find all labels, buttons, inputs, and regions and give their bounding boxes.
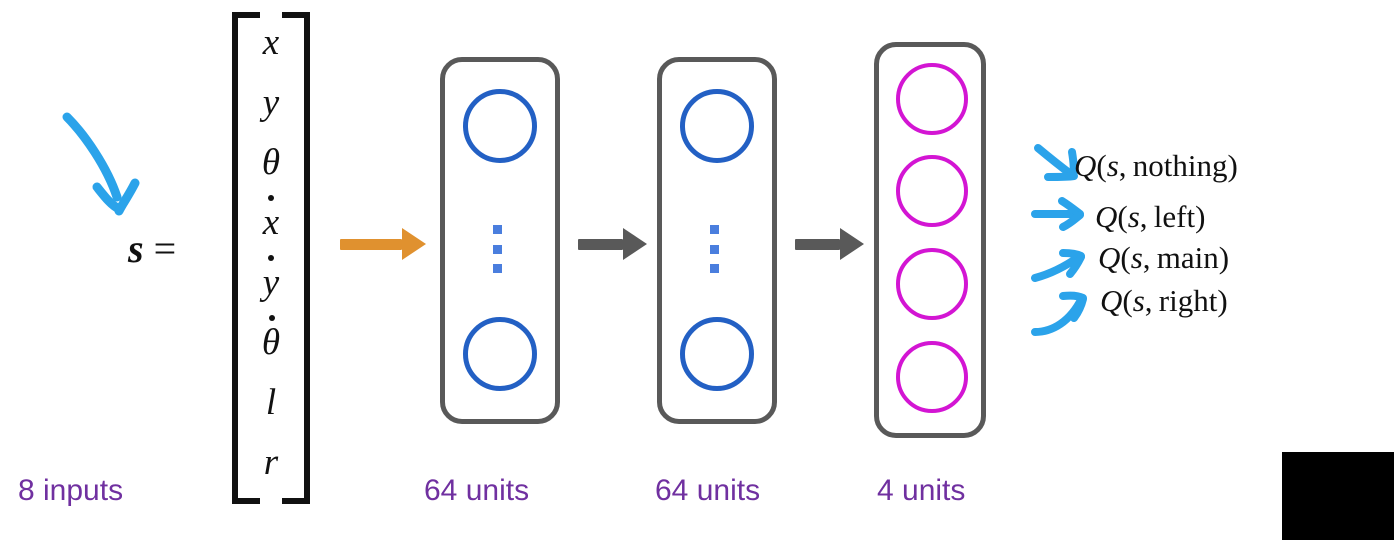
equals-sign: = bbox=[144, 226, 178, 271]
output-neuron-main bbox=[896, 248, 968, 320]
state-var-xdot: x bbox=[262, 201, 280, 243]
state-symbol: s = bbox=[128, 225, 177, 272]
state-var-r: r bbox=[263, 441, 279, 483]
output-layer-label: 4 units bbox=[877, 474, 966, 507]
hidden1-ellipsis-icon bbox=[493, 225, 502, 273]
hidden2-to-output-arrow bbox=[795, 228, 864, 260]
q-action-name: nothing bbox=[1132, 148, 1228, 183]
input-layer-label: 8 inputs bbox=[18, 474, 124, 507]
state-pointer-arrow bbox=[62, 112, 140, 216]
q-symbol: Q bbox=[1098, 240, 1121, 275]
q-action-name: main bbox=[1156, 240, 1219, 275]
ellipsis-dot bbox=[710, 225, 719, 234]
output-layer-box bbox=[874, 42, 986, 438]
state-var-x: x bbox=[262, 21, 280, 63]
arrow-shaft bbox=[578, 239, 623, 250]
q-close-paren: ) bbox=[1195, 199, 1206, 234]
state-vector-brackets bbox=[232, 12, 310, 504]
arrow-head bbox=[402, 228, 426, 260]
output-neuron-left bbox=[896, 155, 968, 227]
q-state-symbol: s bbox=[1106, 148, 1119, 183]
hidden-layer-1-label: 64 units bbox=[424, 474, 530, 507]
q-close-paren: ) bbox=[1218, 240, 1230, 275]
q-open-paren: ( bbox=[1117, 199, 1128, 234]
state-var-thetadot: θ bbox=[261, 321, 281, 363]
q-open-paren: ( bbox=[1096, 148, 1107, 183]
state-var-y: y bbox=[262, 81, 280, 123]
state-var-theta: θ bbox=[261, 141, 281, 183]
state-vector-items: x y θ x y θ l r bbox=[232, 12, 310, 492]
ellipsis-dot bbox=[493, 225, 502, 234]
q-symbol: Q bbox=[1100, 283, 1123, 318]
q-open-paren: ( bbox=[1120, 240, 1131, 275]
q-state-symbol: s bbox=[1127, 199, 1140, 234]
q-nothing-arrow bbox=[1034, 144, 1078, 181]
neuron-bottom bbox=[463, 317, 537, 391]
q-right-arrow bbox=[1031, 291, 1087, 336]
q-close-paren: ) bbox=[1217, 283, 1228, 318]
neuron-top bbox=[463, 89, 537, 163]
output-neuron-right bbox=[896, 341, 968, 413]
ellipsis-dot bbox=[493, 264, 502, 273]
ellipsis-dot bbox=[710, 264, 719, 273]
q-symbol: Q bbox=[1095, 199, 1118, 234]
hidden2-ellipsis-icon bbox=[710, 225, 719, 273]
q-nothing-label: Q(s, nothing) bbox=[1074, 148, 1238, 184]
neuron-top bbox=[680, 89, 754, 163]
right-bracket bbox=[282, 12, 310, 504]
black-region bbox=[1282, 452, 1394, 540]
q-separator: , bbox=[1142, 240, 1157, 275]
output-neuron-nothing bbox=[896, 63, 968, 135]
q-state-symbol: s bbox=[1132, 283, 1145, 318]
arrow-head bbox=[623, 228, 647, 260]
q-separator: , bbox=[1118, 148, 1133, 183]
q-open-paren: ( bbox=[1122, 283, 1133, 318]
ellipsis-dot bbox=[493, 244, 502, 254]
state-symbol-letter: s bbox=[128, 226, 145, 271]
q-right-label: Q(s, right) bbox=[1100, 283, 1228, 319]
state-var-ydot: y bbox=[262, 261, 280, 303]
q-action-name: right bbox=[1158, 283, 1218, 318]
hidden-layer-2-box bbox=[657, 57, 777, 424]
q-separator: , bbox=[1139, 199, 1154, 234]
q-separator: , bbox=[1144, 283, 1159, 318]
arrow-shaft bbox=[795, 239, 840, 250]
state-var-l: l bbox=[265, 381, 277, 423]
neuron-bottom bbox=[680, 317, 754, 391]
hidden-layer-2-label: 64 units bbox=[655, 474, 761, 507]
input-to-hidden1-arrow bbox=[340, 228, 426, 260]
q-state-symbol: s bbox=[1130, 240, 1143, 275]
q-main-arrow bbox=[1031, 249, 1085, 282]
hidden-layer-1-box bbox=[440, 57, 560, 424]
q-main-label: Q(s, main) bbox=[1098, 240, 1229, 276]
q-action-name: left bbox=[1153, 199, 1196, 234]
arrow-head bbox=[840, 228, 864, 260]
q-left-arrow bbox=[1031, 197, 1084, 231]
q-close-paren: ) bbox=[1227, 148, 1238, 183]
arrow-shaft bbox=[340, 239, 402, 250]
ellipsis-dot bbox=[710, 244, 719, 254]
q-left-label: Q(s, left) bbox=[1095, 199, 1205, 235]
left-bracket bbox=[232, 12, 260, 504]
q-symbol: Q bbox=[1074, 148, 1097, 183]
hidden1-to-hidden2-arrow bbox=[578, 228, 647, 260]
